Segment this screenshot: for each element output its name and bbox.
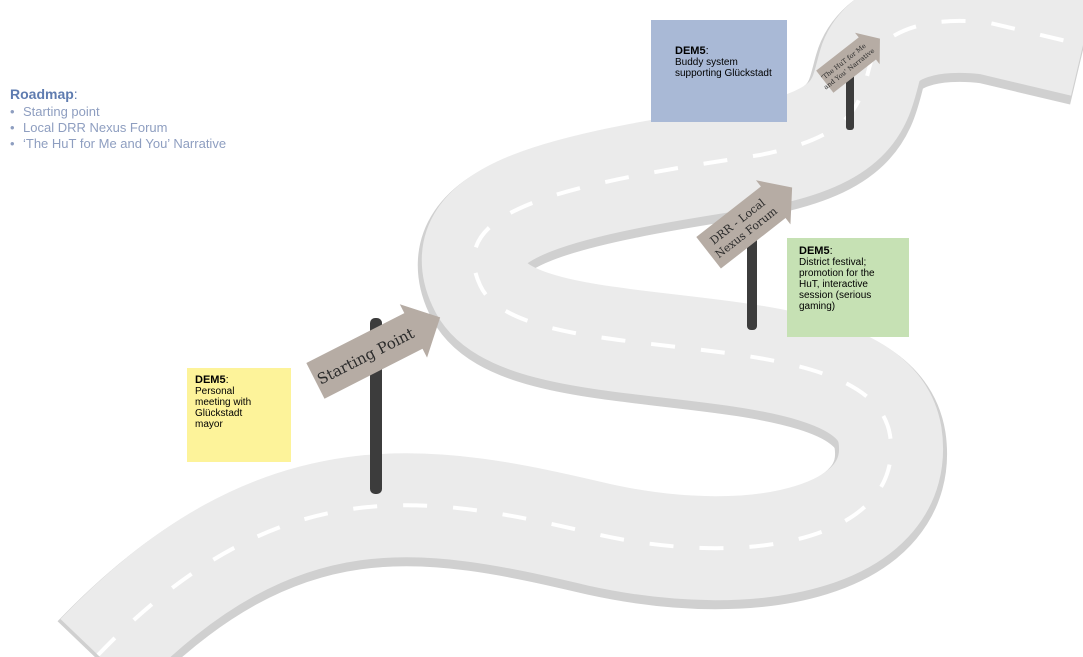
note-line: Personal: [195, 386, 235, 397]
note-line: HuT, interactive: [799, 279, 868, 290]
note-line: District festival;: [799, 257, 867, 268]
note-line: Glückstadt: [195, 408, 243, 419]
note-personal-meeting: DEM5: Personal meeting with Glückstadt m…: [187, 368, 291, 462]
road-center-line: [96, 18, 1083, 657]
note-line: meeting with: [195, 397, 252, 408]
note-title: DEM5:: [799, 245, 833, 257]
roadmap-item: Starting point: [10, 104, 226, 120]
note-title-text: DEM5: [675, 45, 706, 57]
note-buddy-system: DEM5: Buddy system supporting Glückstadt: [651, 20, 787, 122]
note-line: mayor: [195, 419, 223, 430]
note-title-text: DEM5: [799, 245, 830, 257]
arrow-sign: [816, 32, 880, 93]
note-title: DEM5:: [675, 45, 709, 57]
note-line: Buddy system: [675, 57, 738, 68]
roadmap-list: Roadmap: Starting point Local DRR Nexus …: [10, 86, 226, 152]
roadmap-items: Starting point Local DRR Nexus Forum ‘Th…: [10, 104, 226, 152]
road: [60, 0, 1083, 657]
roadmap-heading-text: Roadmap: [10, 86, 74, 102]
roadmap-item: Local DRR Nexus Forum: [10, 120, 226, 136]
note-district-festival: DEM5: District festival; promotion for t…: [787, 238, 909, 337]
note-title: DEM5:: [195, 374, 229, 386]
forum-signpost: DRR - Local Nexus Forum: [696, 180, 793, 330]
arrow-sign: [696, 180, 793, 269]
arrow-sign: [306, 304, 441, 399]
note-title-text: DEM5: [195, 374, 226, 386]
note-line: session (serious: [799, 290, 872, 301]
note-line: promotion for the: [799, 268, 875, 279]
note-line: gaming): [799, 301, 836, 312]
note-line: supporting Glückstadt: [675, 68, 772, 79]
roadmap-item: ‘The HuT for Me and You’ Narrative: [10, 136, 226, 152]
roadmap-heading: Roadmap:: [10, 86, 78, 102]
